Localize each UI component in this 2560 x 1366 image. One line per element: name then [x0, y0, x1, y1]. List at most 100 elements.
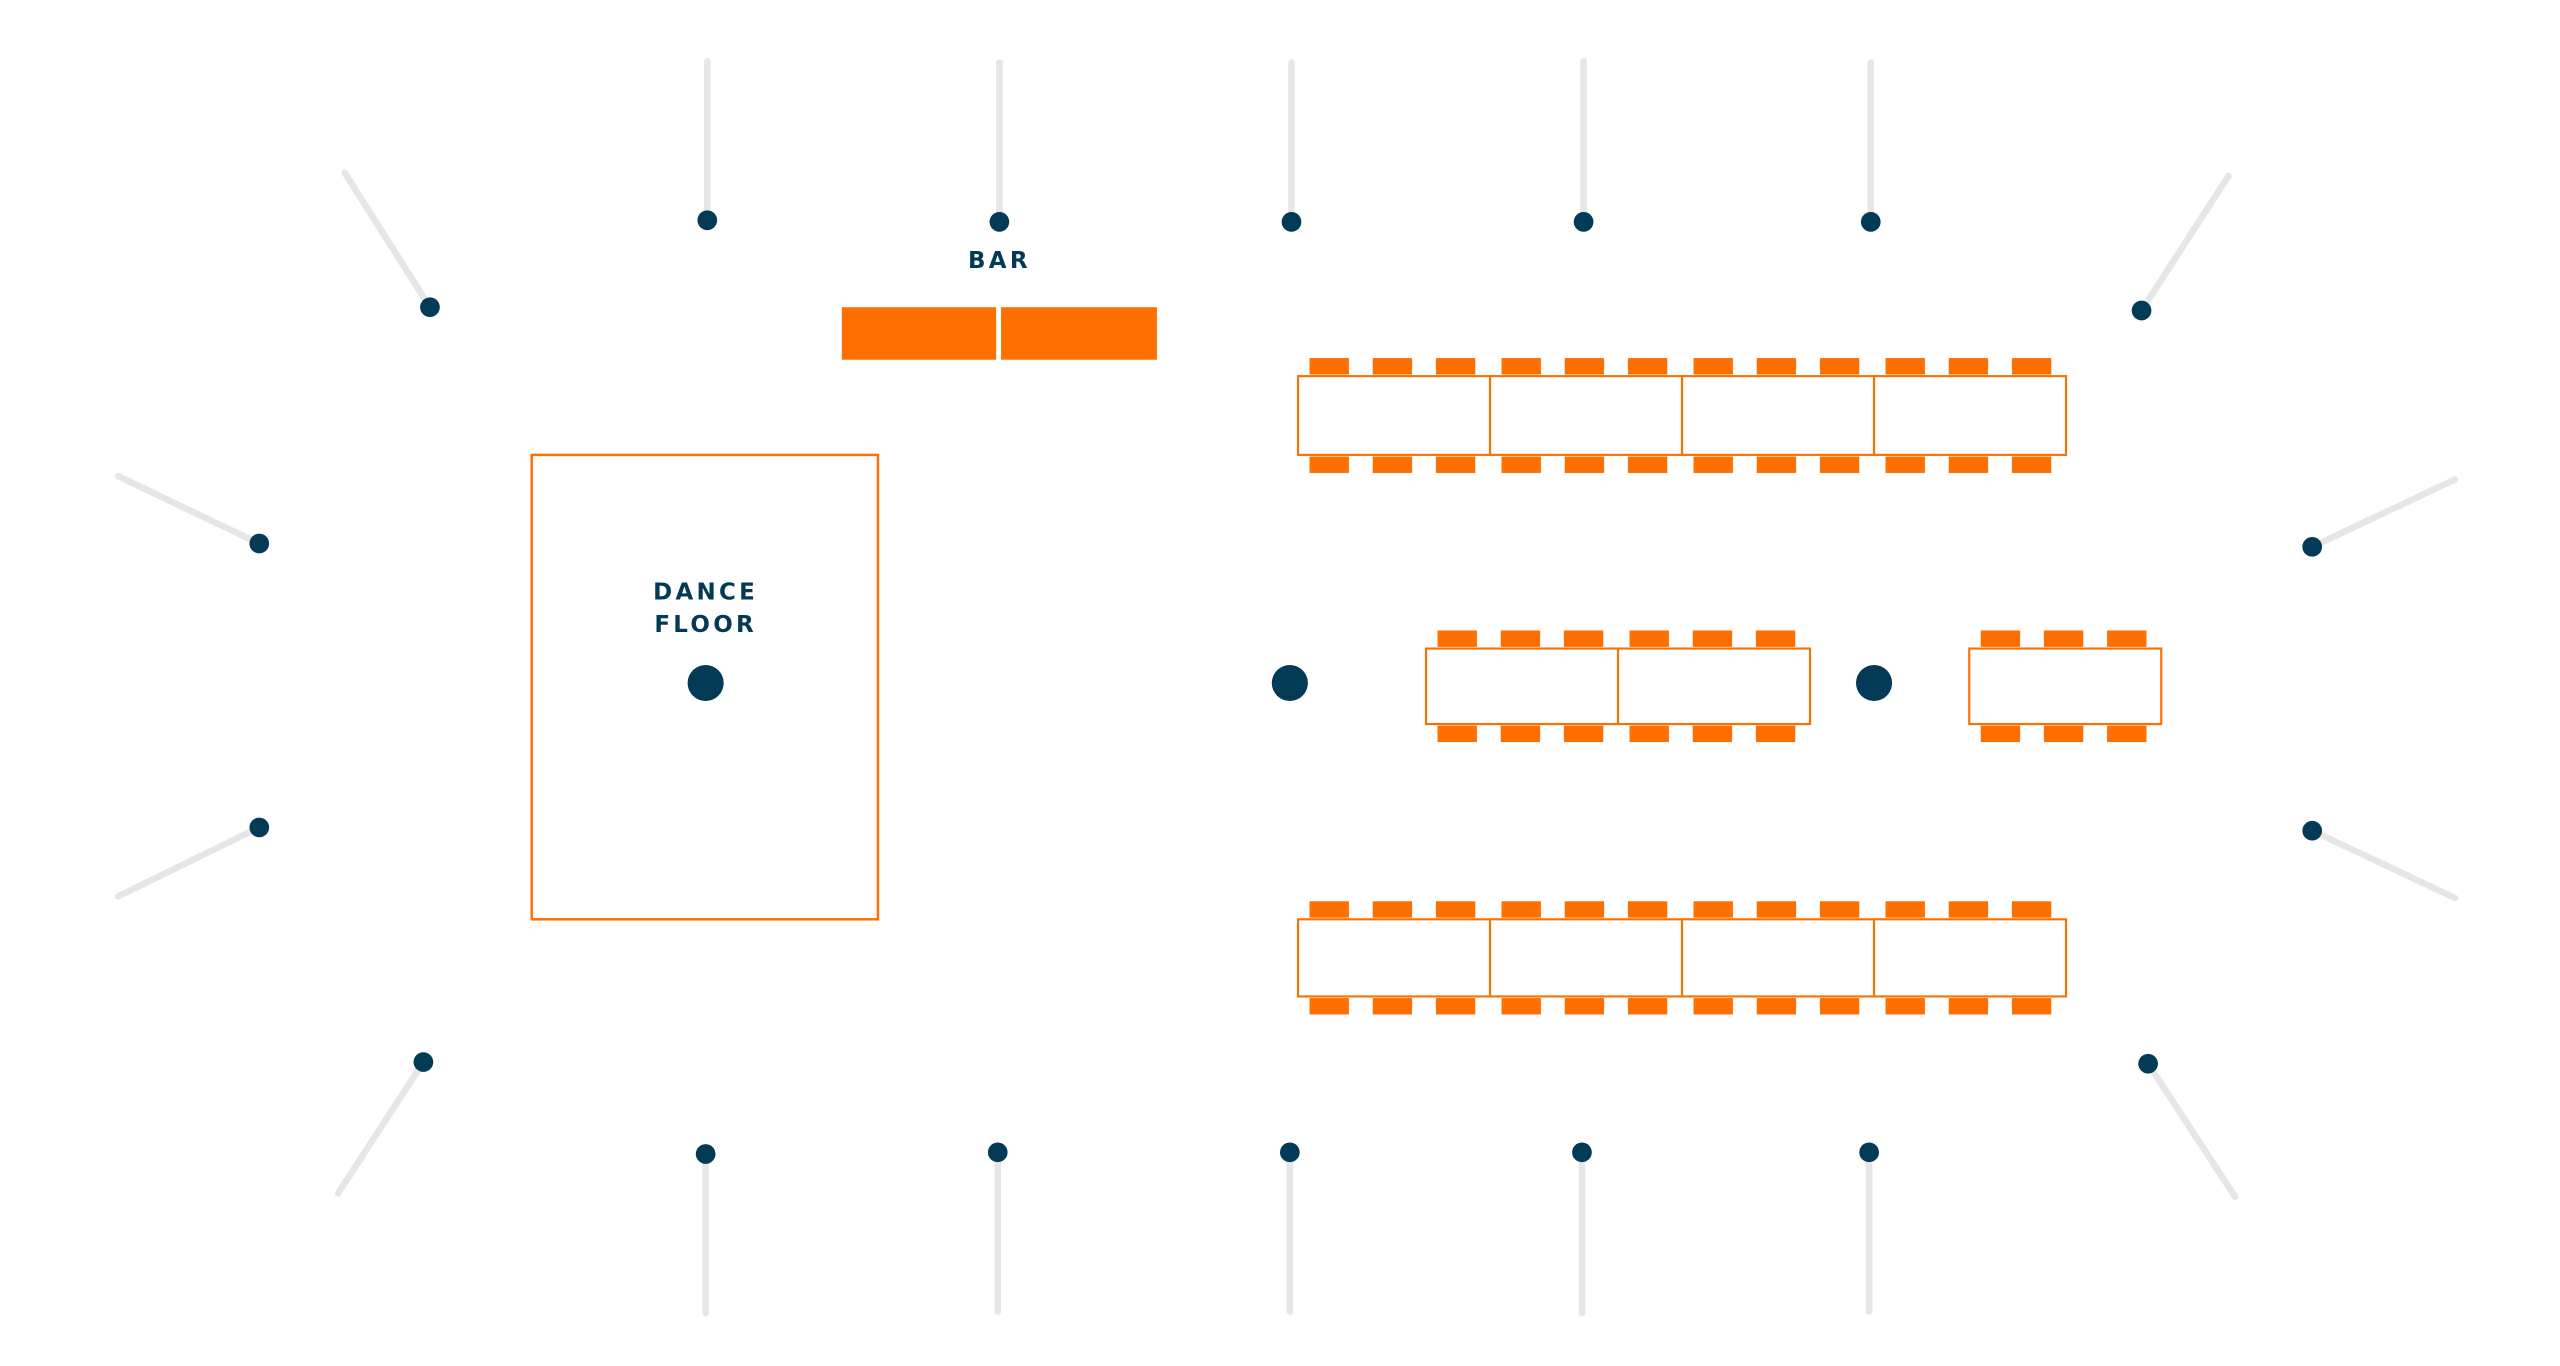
marker-dot[interactable] — [1280, 1142, 1300, 1163]
banquet-table[interactable] — [1488, 358, 1684, 473]
table-top[interactable] — [1488, 375, 1684, 456]
chair[interactable] — [1755, 630, 1796, 647]
chair[interactable] — [1980, 630, 2021, 647]
banquet-table[interactable] — [1488, 901, 1684, 1015]
chair[interactable] — [1693, 456, 1733, 473]
chair[interactable] — [1627, 456, 1668, 473]
chair[interactable] — [1564, 358, 1605, 375]
banquet-table[interactable] — [1872, 901, 2068, 1015]
chair[interactable] — [1564, 998, 1605, 1015]
table-top[interactable] — [1968, 647, 2163, 726]
chair[interactable] — [1501, 901, 1541, 918]
chair[interactable] — [1693, 901, 1733, 918]
chair[interactable] — [1756, 998, 1797, 1015]
marker-dot[interactable] — [2138, 1053, 2158, 1074]
marker-dot[interactable] — [2131, 300, 2152, 321]
chair[interactable] — [1501, 358, 1541, 375]
chair[interactable] — [1980, 725, 2021, 743]
chair[interactable] — [2107, 630, 2147, 647]
marker-dot[interactable] — [989, 212, 1010, 232]
banquet-table[interactable] — [1616, 630, 1812, 743]
table-top[interactable] — [1296, 375, 1492, 456]
table-top[interactable] — [1680, 375, 1876, 456]
marker-dot[interactable] — [1859, 1142, 1879, 1163]
marker-dot[interactable] — [249, 533, 270, 554]
chair[interactable] — [1309, 358, 1349, 375]
marker-dot[interactable] — [697, 210, 718, 231]
table-top[interactable] — [1872, 375, 2068, 456]
chair[interactable] — [1563, 630, 1604, 647]
chair[interactable] — [2043, 725, 2084, 743]
chair[interactable] — [1948, 998, 1989, 1015]
chair[interactable] — [1437, 630, 1477, 647]
chair[interactable] — [1564, 456, 1605, 473]
banquet-table[interactable] — [1680, 901, 1876, 1015]
chair[interactable] — [1885, 998, 1925, 1015]
chair[interactable] — [1435, 901, 1476, 918]
center-marker-dot[interactable] — [687, 664, 724, 702]
chair[interactable] — [1692, 725, 1733, 743]
marker-dot[interactable] — [1860, 212, 1881, 232]
chair[interactable] — [1948, 358, 1989, 375]
chair[interactable] — [1756, 901, 1797, 918]
table-top[interactable] — [1872, 918, 2068, 998]
chair[interactable] — [1819, 901, 1860, 918]
chair[interactable] — [1435, 358, 1476, 375]
chair[interactable] — [1885, 901, 1925, 918]
chair[interactable] — [1372, 998, 1413, 1015]
marker-dot[interactable] — [695, 1144, 716, 1164]
chair[interactable] — [1372, 456, 1413, 473]
banquet-table[interactable] — [1680, 358, 1876, 473]
chair[interactable] — [1629, 725, 1669, 743]
chair[interactable] — [1948, 456, 1989, 473]
marker-dot[interactable] — [249, 817, 270, 838]
chair[interactable] — [1564, 901, 1605, 918]
chair[interactable] — [2107, 725, 2147, 743]
marker-dot[interactable] — [413, 1052, 434, 1072]
chair[interactable] — [2043, 630, 2084, 647]
chair[interactable] — [1948, 901, 1989, 918]
chair[interactable] — [1372, 358, 1413, 375]
marker-dot[interactable] — [2302, 536, 2323, 557]
chair[interactable] — [1819, 998, 1860, 1015]
chair[interactable] — [1885, 358, 1925, 375]
marker-dot[interactable] — [2302, 820, 2323, 841]
chair[interactable] — [1693, 358, 1733, 375]
table-top[interactable] — [1616, 647, 1812, 726]
chair[interactable] — [2011, 456, 2052, 473]
chair[interactable] — [1500, 725, 1541, 743]
banquet-table[interactable] — [1424, 630, 1620, 743]
chair[interactable] — [1885, 456, 1925, 473]
chair[interactable] — [2011, 998, 2052, 1015]
marker-dot[interactable] — [420, 297, 440, 318]
chair[interactable] — [1819, 358, 1860, 375]
chair[interactable] — [2011, 901, 2052, 918]
bar-counter-left[interactable] — [841, 307, 997, 360]
chair[interactable] — [1435, 998, 1476, 1015]
chair[interactable] — [1755, 725, 1796, 743]
chair[interactable] — [1627, 901, 1668, 918]
chair[interactable] — [1309, 456, 1349, 473]
chair[interactable] — [1309, 998, 1349, 1015]
table-top[interactable] — [1680, 918, 1876, 998]
chair[interactable] — [1629, 630, 1669, 647]
table-top[interactable] — [1296, 918, 1492, 998]
chair[interactable] — [1372, 901, 1413, 918]
chair[interactable] — [1309, 901, 1349, 918]
chair[interactable] — [2011, 358, 2052, 375]
chair[interactable] — [1756, 358, 1797, 375]
chair[interactable] — [1819, 456, 1860, 473]
chair[interactable] — [1435, 456, 1476, 473]
chair[interactable] — [1693, 998, 1733, 1015]
chair[interactable] — [1501, 998, 1541, 1015]
chair[interactable] — [1692, 630, 1733, 647]
banquet-table[interactable] — [1872, 358, 2068, 473]
banquet-table[interactable] — [1296, 358, 1492, 473]
chair[interactable] — [1500, 630, 1541, 647]
dance-floor[interactable]: DANCE FLOOR — [530, 453, 880, 921]
chair[interactable] — [1501, 456, 1541, 473]
marker-dot[interactable] — [1572, 1142, 1592, 1163]
chair[interactable] — [1437, 725, 1477, 743]
chair[interactable] — [1627, 358, 1668, 375]
bar-counter-right[interactable] — [1001, 307, 1157, 360]
